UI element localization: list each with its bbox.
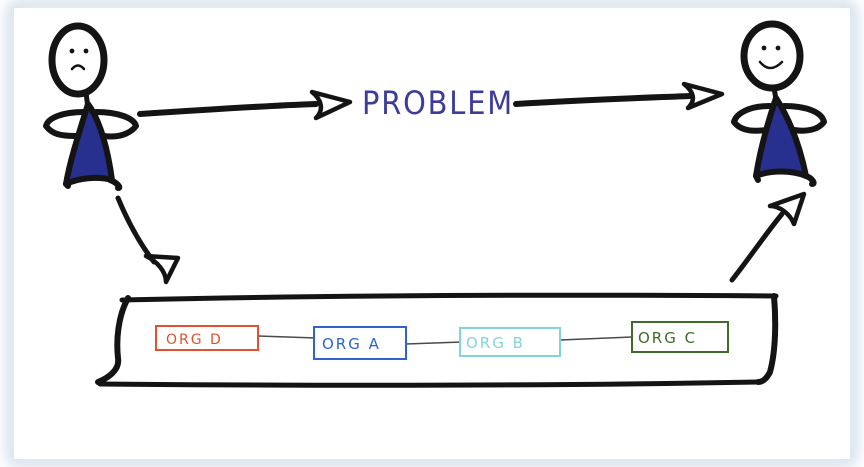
org-a-label: ORG A [322, 335, 381, 353]
org-box-c: ORG C [631, 321, 729, 353]
org-d-label: ORG D [166, 332, 223, 348]
org-connectors [257, 335, 633, 345]
org-c-label: ORG C [638, 329, 697, 347]
left-person-head [48, 22, 108, 98]
arrow-to-problem [137, 89, 353, 121]
org-box-b: ORG B [459, 327, 561, 357]
org-b-label: ORG B [466, 334, 525, 352]
arrow-down-to-orgs [115, 195, 181, 285]
arrow-up-to-right-person [729, 191, 807, 283]
sad-stick-figure-icon [43, 22, 139, 191]
arrow-from-problem [513, 81, 725, 111]
happy-stick-figure-icon [731, 20, 827, 187]
org-box-a: ORG A [313, 326, 407, 360]
org-container [95, 292, 779, 388]
problem-label: PROBLEM [362, 84, 514, 122]
org-box-d: ORG D [155, 325, 259, 351]
